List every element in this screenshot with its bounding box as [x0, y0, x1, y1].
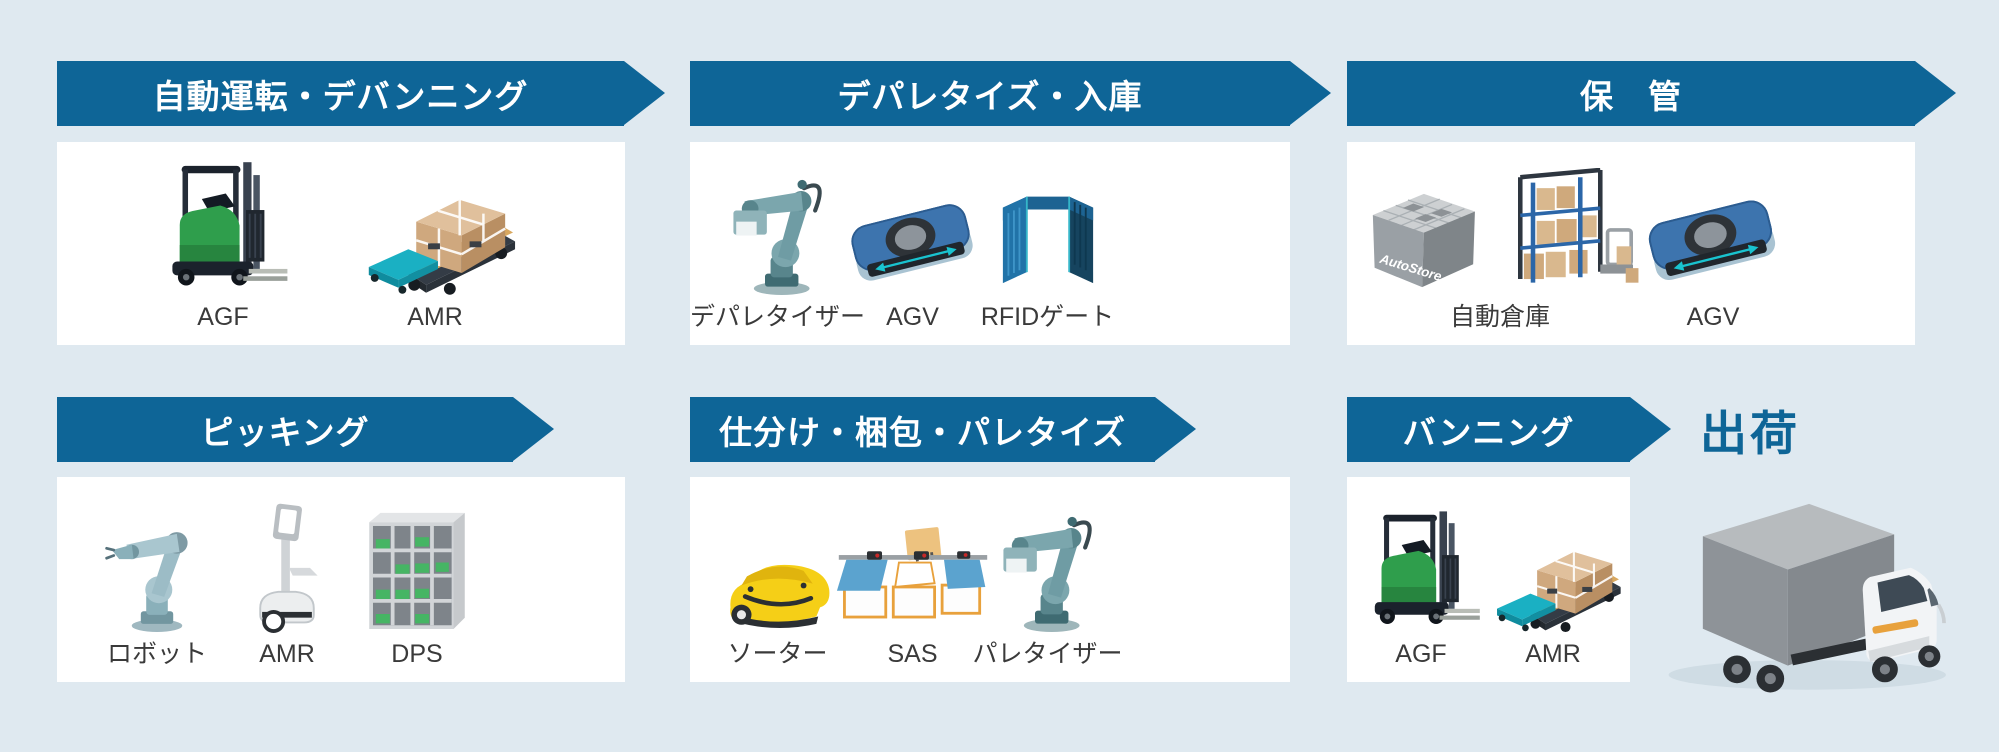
equipment-item-sorter: ソーター — [710, 538, 845, 683]
pallet-rack-icon — [1493, 167, 1643, 296]
amr-pallet-icon — [351, 162, 519, 296]
stage-box-sort-pack-palletize: ソーター — [690, 477, 1290, 682]
stage-header-label: バンニング — [1402, 413, 1575, 451]
stage-header-label: 保 管 — [1580, 77, 1682, 115]
equipment-item-dps: DPS — [352, 507, 482, 683]
sas-icon — [833, 525, 993, 633]
equipment-item-rfid-gate: RFIDゲート — [980, 180, 1115, 346]
equipment-label: 自動倉庫 — [1449, 302, 1550, 331]
equipment-item-agv: AGV — [1638, 195, 1788, 346]
equipment-label: AMR — [1525, 639, 1581, 668]
robot-arm-icon — [94, 505, 220, 633]
equipment-label: デパレタイザー — [690, 302, 866, 331]
stage-box-picking: ロボット AMR — [57, 477, 625, 682]
stage-header-label: 自動運転・デバンニング — [152, 77, 529, 115]
equipment-label: RFIDゲート — [980, 302, 1115, 331]
equipment-item-robot: ロボット — [92, 505, 222, 683]
equipment-label: ロボット — [106, 639, 207, 668]
depalletizer-icon — [713, 164, 843, 296]
autostore-cube-icon: AutoStore — [1357, 183, 1489, 296]
shipping-label: 出荷 — [1700, 407, 1800, 460]
sorter-icon — [714, 538, 842, 633]
equipment-item-agv: AGV — [845, 199, 980, 346]
stage-header-label: 仕分け・梱包・パレタイズ — [718, 413, 1126, 451]
equipment-label: ソーター — [727, 639, 828, 668]
equipment-item-palletizer: パレタイザー — [973, 501, 1123, 683]
amr-pallet-icon — [1482, 520, 1624, 633]
equipment-label: パレタイザー — [972, 639, 1123, 668]
equipment-item-automated-warehouse: AutoStore — [1362, 167, 1639, 346]
stage-box-vanning: AGF — [1347, 477, 1630, 682]
stage-box-devanning: AGF — [57, 142, 625, 345]
automated-warehouse-icons: AutoStore — [1357, 167, 1643, 296]
equipment-item-amr: AMR — [1487, 520, 1621, 683]
stage-header-depalletize: デパレタイズ・入庫 — [690, 61, 1331, 126]
stage-header-vanning: バンニング — [1347, 397, 1671, 462]
equipment-item-sas: SAS — [836, 525, 987, 683]
agf-forklift-icon — [1358, 499, 1484, 633]
equipment-label: AMR — [259, 639, 315, 668]
equipment-item-agf: AGF — [1355, 499, 1487, 683]
stage-header-devanning: 自動運転・デバンニング — [57, 61, 665, 126]
agv-icon — [843, 199, 983, 296]
equipment-item-agf: AGF — [117, 148, 329, 346]
stage-header-picking: ピッキング — [57, 397, 554, 462]
stage-header-sort-pack-palletize: 仕分け・梱包・パレタイズ — [690, 397, 1196, 462]
dps-shelf-icon — [358, 507, 476, 633]
stage-header-label: ピッキング — [200, 413, 370, 451]
equipment-label: AGV — [886, 302, 939, 331]
equipment-label: AGF — [1395, 639, 1447, 668]
equipment-label: AMR — [407, 302, 463, 331]
rfid-gate-icon — [988, 180, 1108, 296]
stage-box-storage: AutoStore — [1347, 142, 1915, 345]
equipment-item-amr-tower: AMR — [222, 499, 352, 683]
stage-box-depalletize: デパレタイザー AGV — [690, 142, 1290, 345]
equipment-item-depalletizer: デパレタイザー — [690, 164, 865, 346]
equipment-item-amr: AMR — [329, 162, 541, 346]
equipment-label: AGF — [197, 302, 249, 331]
truck-icon — [1652, 487, 1957, 702]
agv-icon — [1640, 195, 1786, 296]
stage-header-label: デパレタイズ・入庫 — [837, 77, 1143, 115]
equipment-label: SAS — [887, 639, 938, 668]
palletizer-icon — [983, 501, 1113, 633]
agf-forklift-icon — [154, 148, 292, 296]
equipment-label: AGV — [1686, 302, 1740, 331]
equipment-label: DPS — [391, 639, 443, 668]
amr-tower-icon — [243, 499, 331, 633]
stage-header-storage: 保 管 — [1347, 61, 1956, 126]
